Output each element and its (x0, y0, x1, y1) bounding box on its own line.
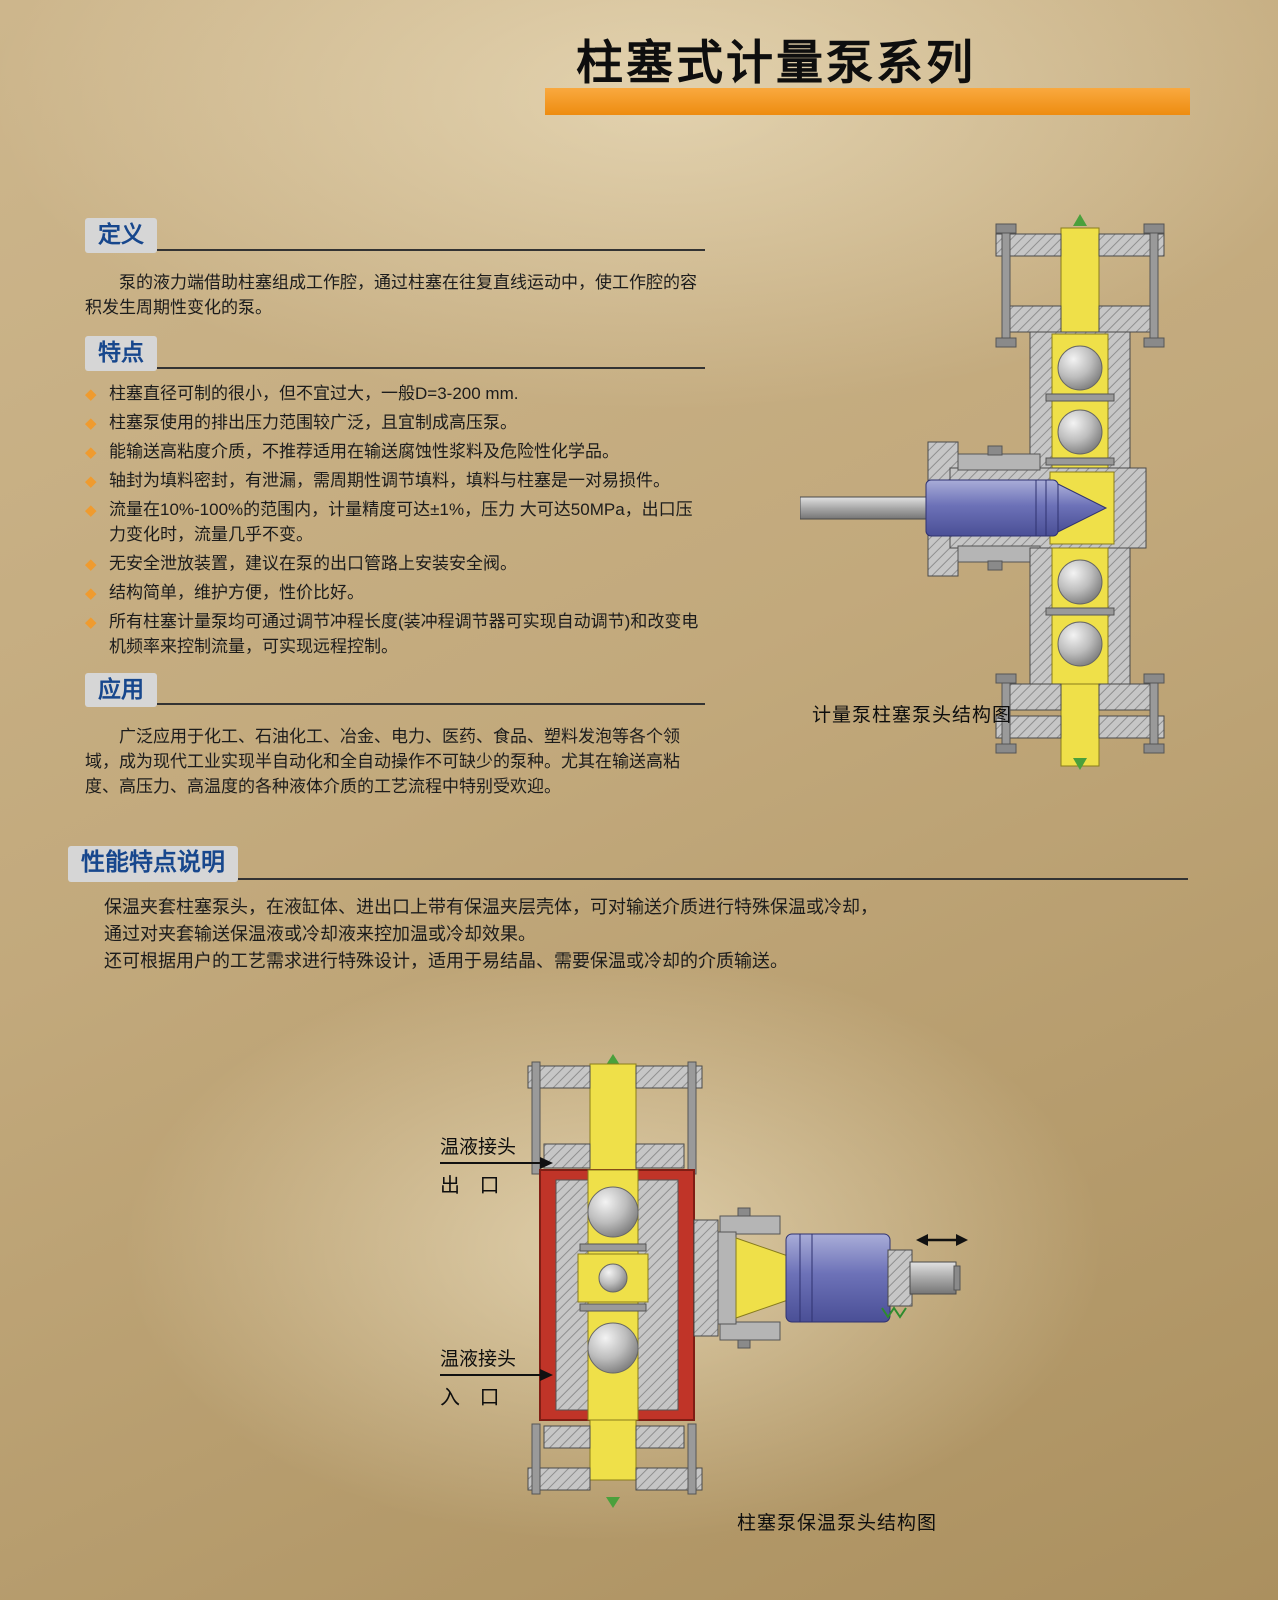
feature-text: 能输送高粘度介质，不推荐适用在输送腐蚀性浆料及危险性化学品。 (109, 441, 619, 461)
inlet-label-group: 温液接头 入 口 (440, 1344, 570, 1410)
performance-line: 还可根据用户的工艺需求进行特殊设计，适用于易结晶、需要保温或冷却的介质输送。 (104, 951, 788, 971)
plunger-head-structure-svg (800, 214, 1165, 770)
application-rule (157, 703, 705, 706)
insulated-head-structure-svg (527, 1054, 968, 1508)
diamond-bullet-icon: ◆ (85, 472, 97, 490)
diamond-bullet-icon: ◆ (85, 613, 97, 631)
title-accent-bar (545, 88, 1190, 115)
diamond-bullet-icon: ◆ (85, 584, 97, 602)
feature-item: ◆ 柱塞直径可制的很小，但不宜过大，一般D=3-200 mm. (85, 381, 705, 406)
plunger-assembly (693, 1207, 968, 1349)
feature-text: 所有柱塞计量泵均可通过调节冲程长度(装冲程调节器可实现自动调节)和改变电机频率来… (109, 611, 699, 656)
lower-check-valves (1029, 547, 1131, 685)
feature-item: ◆ 能输送高粘度介质，不推荐适用在输送腐蚀性浆料及危险性化学品。 (85, 439, 705, 464)
outlet-connector-label: 温液接头 (440, 1137, 517, 1158)
features-heading: 特点 (85, 335, 157, 371)
definition-heading: 定义 (85, 218, 157, 253)
performance-section: 性能特点说明 保温夹套柱塞泵头，在液缸体、进出口上带有保温夹层壳体，可对输送介质… (68, 846, 1188, 975)
diamond-bullet-icon: ◆ (85, 414, 97, 432)
plunger-head-caption: 计量泵柱塞泵头结构图 (812, 705, 1013, 726)
feature-text: 柱塞直径可制的很小，但不宜过大，一般D=3-200 mm. (109, 383, 519, 403)
feature-item: ◆ 柱塞泵使用的排出压力范围较广泛，且宜制成高压泵。 (85, 410, 705, 435)
diamond-bullet-icon: ◆ (85, 443, 97, 461)
page-title: 柱塞式计量泵系列 (576, 36, 976, 89)
spring-icon (881, 1306, 907, 1319)
definition-rule (157, 248, 705, 251)
application-body: 广泛应用于化工、石油化工、冶金、电力、医药、食品、塑料发泡等各个领域，成为现代工… (85, 727, 680, 797)
upper-check-valves (1029, 331, 1131, 473)
feature-item: ◆ 所有柱塞计量泵均可通过调节冲程长度(装冲程调节器可实现自动调节)和改变电机频率… (85, 609, 705, 659)
features-list: ◆ 柱塞直径可制的很小，但不宜过大，一般D=3-200 mm. ◆ 柱塞泵使用的排出… (85, 381, 705, 659)
definition-body: 泵的液力端借助柱塞组成工作腔，通过柱塞在往复直线运动中，使工作腔的容积发生周期性… (85, 272, 697, 317)
application-heading: 应用 (85, 672, 157, 708)
feature-text: 结构简单，维护方便，性价比好。 (109, 582, 364, 602)
definition-header: 定义 (85, 218, 705, 253)
flow-arrow-icon (1073, 214, 1087, 226)
inlet-arrow-icon (440, 1369, 553, 1381)
feature-item: ◆ 轴封为填料密封，有泄漏，需周期性调节填料，填料与柱塞是一对易损件。 (85, 468, 705, 493)
flow-arrow-icon (1073, 758, 1087, 770)
plunger-assembly (800, 441, 1147, 577)
flow-arrow-icon (606, 1054, 620, 1065)
feature-text: 无安全泄放装置，建议在泵的出口管路上安装安全阀。 (109, 553, 517, 573)
performance-line: 保温夹套柱塞泵头，在液缸体、进出口上带有保温夹层壳体，可对输送介质进行特殊保温或… (104, 897, 878, 917)
diamond-bullet-icon: ◆ (85, 555, 97, 573)
valve-column (577, 1169, 649, 1421)
outlet-label: 出 口 (440, 1175, 507, 1197)
insulated-head-caption: 柱塞泵保温泵头结构图 (737, 1513, 938, 1534)
performance-heading: 性能特点说明 (68, 846, 238, 882)
outlet-label-group: 温液接头 出 口 (440, 1132, 570, 1198)
left-column: 定义 泵的液力端借助柱塞组成工作腔，通过柱塞在往复直线运动中，使工作腔的容积发生… (85, 218, 705, 816)
diamond-bullet-icon: ◆ (85, 501, 97, 519)
plunger-head-diagram (800, 212, 1190, 772)
flow-arrow-icon (606, 1497, 620, 1508)
stroke-direction-arrow-icon (916, 1234, 968, 1246)
feature-text: 柱塞泵使用的排出压力范围较广泛，且宜制成高压泵。 (109, 412, 517, 432)
performance-header: 性能特点说明 (68, 846, 1188, 882)
inlet-connector-label: 温液接头 (440, 1349, 517, 1370)
feature-text: 流量在10%-100%的范围内，计量精度可达±1%，压力 大可达50MPa，出口… (109, 499, 693, 544)
diamond-bullet-icon: ◆ (85, 385, 97, 403)
feature-text: 轴封为填料密封，有泄漏，需周期性调节填料，填料与柱塞是一对易损件。 (109, 470, 670, 490)
feature-item: ◆ 无安全泄放装置，建议在泵的出口管路上安装安全阀。 (85, 551, 705, 576)
insulated-head-diagram: 温液接头 出 口 温液接头 入 口 (420, 1052, 980, 1512)
performance-line: 通过对夹套输送保温液或冷却液来控加温或冷却效果。 (104, 924, 536, 944)
outlet-arrow-icon (440, 1157, 553, 1169)
feature-item: ◆ 结构简单，维护方便，性价比好。 (85, 580, 705, 605)
inlet-label: 入 口 (440, 1387, 507, 1409)
performance-rule (238, 878, 1188, 880)
features-rule (157, 366, 705, 369)
application-header: 应用 (85, 672, 705, 708)
performance-body: 保温夹套柱塞泵头，在液缸体、进出口上带有保温夹层壳体，可对输送介质进行特殊保温或… (68, 894, 1188, 975)
feature-item: ◆ 流量在10%-100%的范围内，计量精度可达±1%，压力 大可达50MPa，出… (85, 497, 705, 547)
features-header: 特点 (85, 335, 705, 371)
